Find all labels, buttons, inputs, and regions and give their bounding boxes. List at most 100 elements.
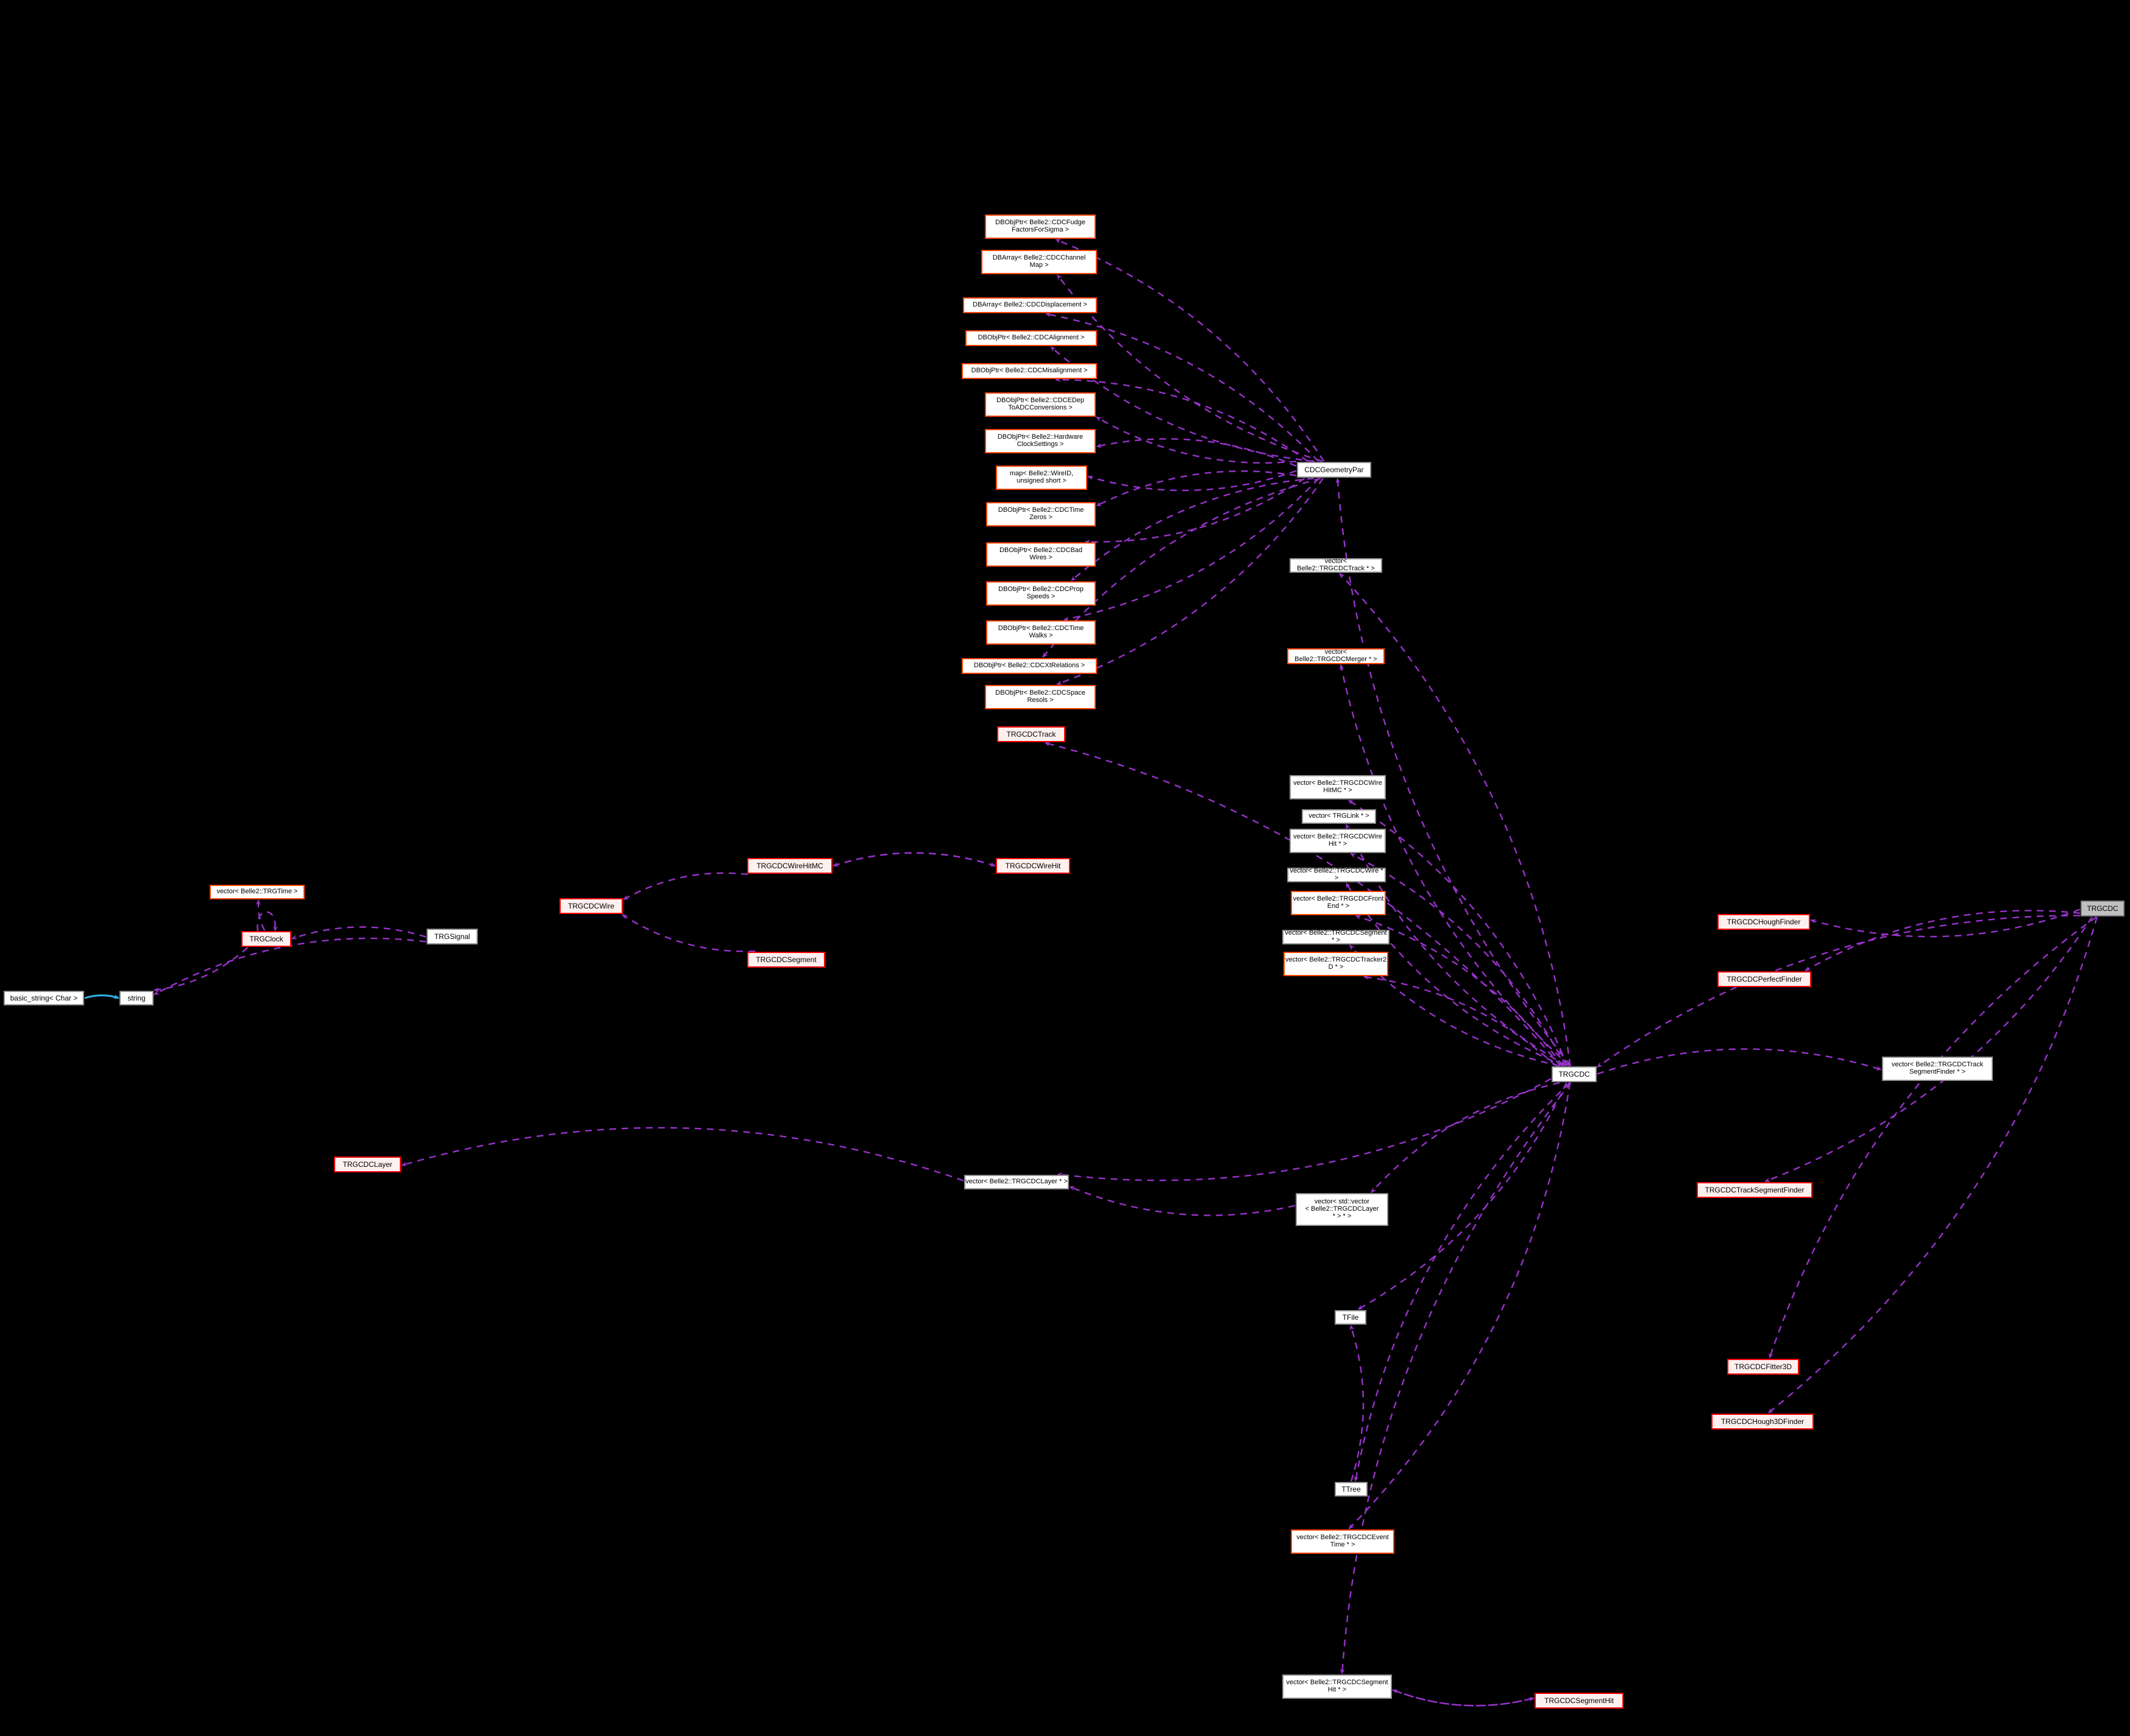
graph-node-label: DBObjPtr< Belle2::CDCXtRelations > — [973, 662, 1085, 670]
graph-edge-trgcdc_center-to-tfile — [1357, 1082, 1567, 1311]
graph-edge-trgcdc_focus-to-trgcdchough3dfinder — [1767, 916, 2098, 1414]
graph-node-label: TRGCDCHoughFinder — [1727, 917, 1801, 926]
graph-node-cdcgeometrypar[interactable]: CDCGeometryPar — [1297, 462, 1371, 478]
graph-edge-cdcgeometrypar-to-dbobj_timewalks — [1063, 478, 1319, 622]
graph-edge-cdcgeometrypar-to-dbobj_badwires — [1085, 478, 1305, 545]
graph-node-vec_wirehitmc[interactable]: vector< Belle2::TRGCDCWire HitMC * > — [1290, 775, 1386, 799]
graph-node-dbobj_timezeros[interactable]: DBObjPtr< Belle2::CDCTime Zeros > — [986, 502, 1096, 526]
graph-node-label: DBObjPtr< Belle2::CDCBad Wires > — [999, 547, 1083, 561]
graph-node-label: TRGCDCSegment — [756, 955, 817, 964]
graph-edge-ttree-to-tfile — [1349, 1325, 1365, 1482]
graph-node-dbobj_badwires[interactable]: DBObjPtr< Belle2::CDCBad Wires > — [986, 542, 1096, 567]
graph-node-basic_string[interactable]: basic_string< Char > — [4, 991, 84, 1005]
graph-edge-trgcdc_center-to-vec_trglink — [1345, 824, 1567, 1067]
graph-node-dbarray_chanmap[interactable]: DBArray< Belle2::CDCChannel Map > — [981, 250, 1097, 274]
graph-node-label: TRGClock — [249, 934, 283, 943]
graph-node-label: DBObjPtr< Belle2::CDCFudge FactorsForSig… — [995, 219, 1085, 233]
graph-node-trgcdchough3dfinder[interactable]: TRGCDCHough3DFinder — [1711, 1414, 1814, 1430]
graph-node-dbobj_misalign[interactable]: DBObjPtr< Belle2::CDCMisalignment > — [962, 363, 1097, 379]
graph-edge-trgcdcwirehitmc-to-trgcdcwire — [623, 872, 748, 901]
graph-node-trgcdclayer[interactable]: TRGCDCLayer — [334, 1157, 401, 1172]
graph-node-label: DBObjPtr< Belle2::CDCAlignment > — [978, 334, 1085, 342]
graph-node-string[interactable]: string — [119, 991, 154, 1005]
graph-node-label: vector< Belle2::TRGCDCSegment Hit * > — [1286, 1679, 1388, 1693]
graph-edge-cdcgeometrypar-to-map_wireid — [1087, 470, 1297, 492]
graph-node-vec_layer[interactable]: vector< Belle2::TRGCDCLayer * > — [964, 1175, 1069, 1189]
graph-node-dbarray_displ[interactable]: DBArray< Belle2::CDCDisplacement > — [963, 297, 1097, 313]
graph-node-trgcdc_focus[interactable]: TRGCDC — [2081, 901, 2125, 916]
graph-edge-trgcdcwirehitmc-to-trgcdcwirehit — [832, 852, 996, 867]
graph-node-vec_eventtime[interactable]: vector< Belle2::TRGCDCEvent Time * > — [1291, 1529, 1394, 1554]
graph-node-label: TTree — [1341, 1484, 1361, 1493]
graph-node-label: DBObjPtr< Belle2::CDCTime Walks > — [998, 625, 1084, 639]
graph-edge-vec_layer-to-trgcdclayer — [401, 1127, 964, 1182]
graph-node-ttree[interactable]: TTree — [1335, 1482, 1368, 1497]
graph-node-dbobj_spaceresols[interactable]: DBObjPtr< Belle2::CDCSpace Resols > — [985, 685, 1096, 709]
graph-node-label: DBObjPtr< Belle2::CDCMisalignment > — [971, 367, 1088, 375]
graph-node-trgcdcwirehitmc[interactable]: TRGCDCWireHitMC — [747, 858, 832, 874]
graph-node-label: vector< Belle2::TRGCDCTrack * > — [1297, 558, 1375, 572]
graph-node-tfile[interactable]: TFile — [1335, 1310, 1366, 1325]
graph-node-trgclock[interactable]: TRGClock — [241, 931, 291, 947]
graph-edge-trgcdc_center-to-vec_tsfinder — [1597, 1048, 1882, 1075]
graph-node-label: vector< Belle2::TRGCDCFront End * > — [1293, 895, 1384, 910]
graph-node-trgcdctsfinder[interactable]: TRGCDCTrackSegmentFinder — [1697, 1182, 1812, 1198]
graph-node-vec_tracker2d[interactable]: vector< Belle2::TRGCDCTracker2 D * > — [1283, 952, 1388, 976]
graph-node-trgcdcsegment[interactable]: TRGCDCSegment — [747, 952, 825, 968]
graph-node-label: vector< Belle2::TRGCDCWire HitMC * > — [1293, 779, 1382, 794]
graph-node-trgcdcsegmenthit[interactable]: TRGCDCSegmentHit — [1535, 1693, 1624, 1709]
graph-node-vec_trgcdctrack[interactable]: vector< Belle2::TRGCDCTrack * > — [1290, 558, 1382, 573]
graph-node-label: TRGSignal — [434, 932, 470, 941]
graph-node-vec_tsfinder[interactable]: vector< Belle2::TRGCDCTrack SegmentFinde… — [1882, 1057, 1993, 1081]
graph-node-vec_vec_layer[interactable]: vector< std::vector < Belle2::TRGCDCLaye… — [1296, 1193, 1388, 1226]
graph-edge-basic_string-to-string — [84, 994, 119, 999]
graph-node-trgcdc_center[interactable]: TRGCDC — [1552, 1066, 1597, 1082]
graph-node-dbobj_fudge[interactable]: DBObjPtr< Belle2::CDCFudge FactorsForSig… — [985, 214, 1096, 239]
graph-edge-trgcdcsegment-to-trgcdcwire — [622, 913, 756, 952]
graph-node-vec_segmenthit[interactable]: vector< Belle2::TRGCDCSegment Hit * > — [1282, 1674, 1392, 1699]
graph-node-dbobj_hwclock[interactable]: DBObjPtr< Belle2::Hardware ClockSettings… — [985, 429, 1096, 453]
graph-node-trgcdchoughfinder[interactable]: TRGCDCHoughFinder — [1717, 914, 1810, 930]
graph-node-label: TRGCDC — [2087, 904, 2118, 913]
graph-node-vec_wirehit[interactable]: vector< Belle2::TRGCDCWire Hit * > — [1290, 829, 1386, 853]
graph-node-dbobj_edep[interactable]: DBObjPtr< Belle2::CDCEDep ToADCConversio… — [985, 392, 1096, 417]
graph-node-label: TRGCDCTrack — [1006, 729, 1056, 739]
graph-node-trgcdcperfectfinder[interactable]: TRGCDCPerfectFinder — [1717, 971, 1811, 987]
graph-node-dbobj_timewalks[interactable]: DBObjPtr< Belle2::CDCTime Walks > — [986, 620, 1096, 645]
graph-node-label: basic_string< Char > — [10, 993, 78, 1002]
graph-node-trgsignal[interactable]: TRGSignal — [427, 929, 478, 944]
graph-node-dbobj_propspeeds[interactable]: DBObjPtr< Belle2::CDCProp Speeds > — [986, 581, 1096, 606]
graph-edge-trgcdc_center-to-vec_layer — [1057, 1078, 1552, 1182]
graph-edge-vec_vec_layer-to-vec_layer — [1069, 1186, 1296, 1216]
graph-node-label: vector< TRGLink * > — [1308, 812, 1369, 820]
graph-node-map_wireid[interactable]: map< Belle2::WireID, unsigned short > — [996, 466, 1087, 490]
graph-node-label: DBObjPtr< Belle2::CDCSpace Resols > — [995, 689, 1085, 704]
graph-node-vec_frontend[interactable]: vector< Belle2::TRGCDCFront End * > — [1291, 891, 1386, 915]
graph-edge-trgsignal-to-string — [154, 937, 427, 996]
graph-node-trgcdcfitter3d[interactable]: TRGCDCFitter3D — [1727, 1359, 1799, 1375]
graph-node-label: string — [127, 993, 146, 1002]
graph-node-trgcdcwirehit[interactable]: TRGCDCWireHit — [996, 858, 1070, 874]
graph-node-dbobj_align[interactable]: DBObjPtr< Belle2::CDCAlignment > — [965, 330, 1097, 346]
graph-edge-trgcdc_center-to-ttree — [1354, 1082, 1571, 1482]
graph-node-label: vector< Belle2::TRGCDCWire Hit * > — [1293, 833, 1382, 848]
graph-edge-cdcgeometrypar-to-dbarray_displ — [1045, 312, 1319, 462]
graph-node-vec_trglink[interactable]: vector< TRGLink * > — [1302, 809, 1376, 824]
graph-node-label: TRGCDCWire — [568, 901, 614, 910]
graph-node-trgcdctrack[interactable]: TRGCDCTrack — [997, 726, 1065, 742]
graph-node-label: DBObjPtr< Belle2::CDCProp Speeds > — [998, 586, 1084, 600]
graph-node-trgcdcwire[interactable]: TRGCDCWire — [559, 898, 623, 914]
graph-node-vec_trgcdcmerger[interactable]: vector< Belle2::TRGCDCMerger * > — [1287, 648, 1385, 664]
graph-node-label: DBArray< Belle2::CDCChannel Map > — [992, 254, 1086, 269]
graph-node-vec_segment[interactable]: vector< Belle2::TRGCDCSegment * > — [1282, 929, 1390, 944]
graph-node-label: vector< Belle2::TRGCDCSegment * > — [1285, 929, 1387, 944]
graph-edge-trgcdc_center-to-vec_wirehitmc — [1347, 799, 1568, 1066]
graph-node-dbobj_xtrel[interactable]: DBObjPtr< Belle2::CDCXtRelations > — [962, 658, 1097, 674]
graph-node-label: TRGCDC — [1558, 1069, 1590, 1079]
graph-edge-trgcdc_center-to-vec_vec_layer — [1371, 1082, 1560, 1193]
graph-node-label: TRGCDCHough3DFinder — [1720, 1417, 1805, 1426]
graph-node-vec_trgtime[interactable]: vector< Belle2::TRGTime > — [210, 885, 305, 899]
graph-node-vec_wire[interactable]: vector< Belle2::TRGCDCWire * > — [1287, 867, 1386, 882]
graph-edge-trgclock-to-vec_trgtime — [255, 899, 266, 931]
